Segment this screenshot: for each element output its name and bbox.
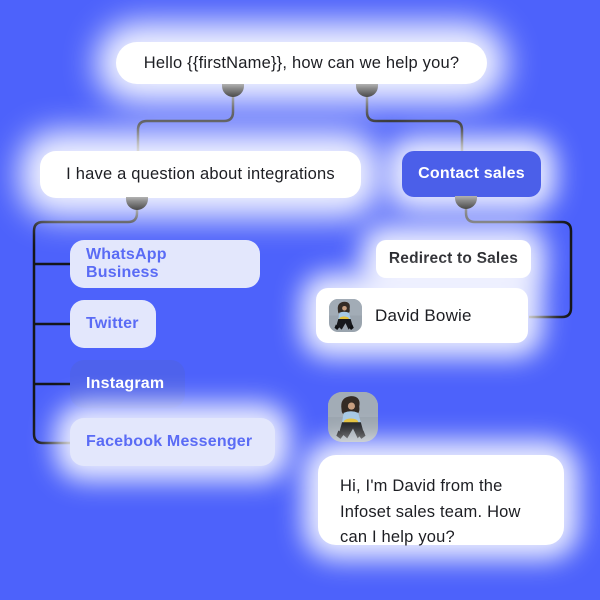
- connector-handle-greeting-left[interactable]: [222, 84, 244, 97]
- contact-sales-label: Contact sales: [418, 165, 525, 182]
- agent-avatar-photo-large: [328, 392, 378, 442]
- channel-label: Instagram: [86, 375, 165, 392]
- question-branch-label: I have a question about integrations: [66, 165, 335, 183]
- edge-greeting-to-question: [136, 92, 235, 152]
- question-branch-node[interactable]: I have a question about integrations: [40, 151, 361, 198]
- connector-handle-greeting-right[interactable]: [356, 84, 378, 97]
- agent-chat-bubble: Hi, I'm David from the Infoset sales tea…: [318, 455, 564, 546]
- edge-greeting-to-contact: [365, 92, 464, 152]
- agent-avatar-photo: [329, 299, 362, 332]
- edge-contact-to-agent: [464, 204, 573, 319]
- connector-handle-contact-sales[interactable]: [455, 196, 477, 209]
- channel-option-instagram[interactable]: Instagram: [70, 360, 185, 408]
- greeting-message-text: Hello {{firstName}}, how can we help you…: [143, 53, 460, 72]
- edge-question-to-channels-trunk: [32, 204, 139, 445]
- contact-sales-button[interactable]: Contact sales: [402, 151, 541, 197]
- channel-option-whatsapp-business[interactable]: WhatsApp Business: [70, 240, 260, 288]
- greeting-message-node[interactable]: Hello {{firstName}}, how can we help you…: [116, 42, 487, 84]
- channel-option-facebook-messenger[interactable]: Facebook Messenger: [70, 418, 275, 466]
- sales-agent-node[interactable]: David Bowie: [316, 288, 528, 343]
- channel-label: Twitter: [86, 315, 139, 332]
- channel-option-twitter[interactable]: Twitter: [70, 300, 156, 348]
- channel-label: Facebook Messenger: [86, 433, 253, 450]
- channel-label: WhatsApp Business: [86, 246, 167, 281]
- redirect-to-sales-label: Redirect to Sales: [388, 250, 519, 267]
- connector-handle-question[interactable]: [126, 197, 148, 210]
- agent-chat-message: Hi, I'm David from the Infoset sales tea…: [340, 477, 521, 547]
- agent-name: David Bowie: [375, 305, 472, 325]
- redirect-to-sales-node[interactable]: Redirect to Sales: [376, 240, 531, 278]
